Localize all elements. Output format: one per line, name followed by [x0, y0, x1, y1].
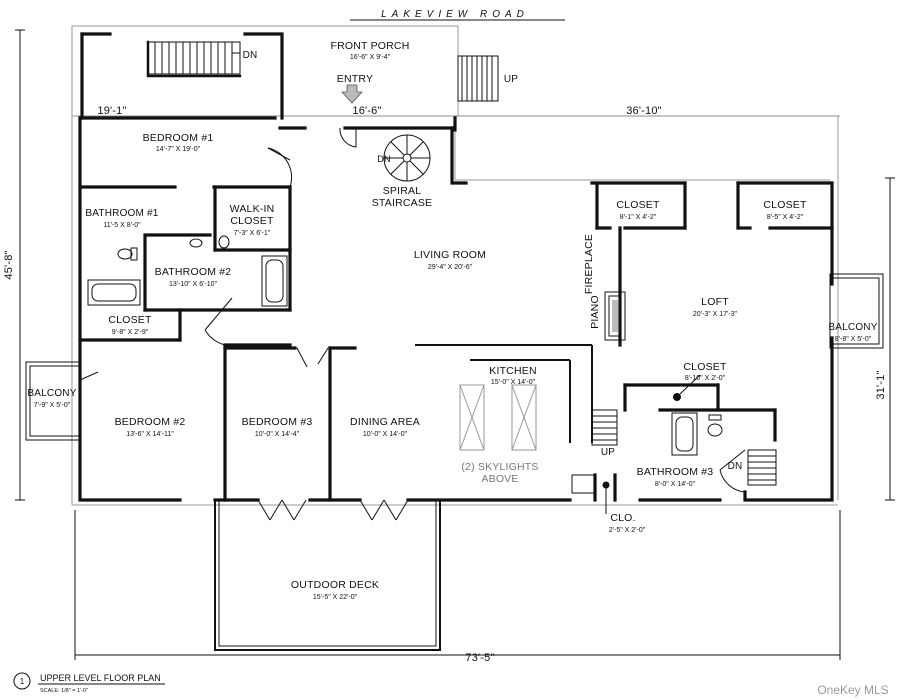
closets-top-walls: [595, 181, 834, 347]
entry-arrow-icon: [341, 84, 363, 104]
bathroom3-label: BATHROOM #3: [637, 466, 714, 478]
stair-top: [146, 40, 242, 78]
dim-top-mid: 16'-6": [352, 105, 381, 117]
fireplace-label: FIREPLACE: [583, 234, 595, 294]
balcony-right-label: BALCONY: [828, 322, 877, 333]
dimension-lines: [15, 29, 895, 660]
bathroom2-label: BATHROOM #2: [155, 266, 232, 278]
deck-doors: [257, 499, 409, 521]
walkin-label-1: WALK-IN: [230, 203, 275, 215]
closet-mid-walls: [623, 383, 777, 442]
balcony-left-label: BALCONY: [27, 388, 76, 399]
title-number: 1: [20, 677, 25, 686]
closet-left-walls: [78, 297, 292, 347]
front-porch-label: FRONT PORCH: [330, 40, 409, 52]
road-label: LAKEVIEW ROAD: [381, 9, 529, 20]
dim-left: 45'-8": [3, 250, 15, 279]
walkin-size: 7'-3" X 6'-1": [234, 230, 271, 237]
living-size: 29'-4" X 20'-6": [428, 264, 473, 271]
dim-top-right: 36'-10": [626, 105, 662, 117]
spiral-staircase-icon: [339, 127, 431, 182]
dining-label: DINING AREA: [350, 416, 420, 428]
balcony-right: [829, 273, 884, 349]
dim-right: 31'-1": [875, 370, 887, 399]
title-text: UPPER LEVEL FLOOR PLAN: [40, 673, 161, 683]
bathroom3-size: 8'-0" X 14'-0": [655, 481, 696, 488]
bathroom1-size: 11'-5 X 8'-0": [103, 222, 141, 229]
skylights-line2: ABOVE: [481, 473, 518, 485]
closet-tr-size: 8'-5" X 4'-2": [767, 214, 804, 221]
title-number-circle: [13, 672, 31, 690]
porch-edge: [454, 120, 830, 181]
bedroom3-label: BEDROOM #3: [242, 416, 313, 428]
bathroom1-label: BATHROOM #1: [85, 208, 158, 219]
bedroom2-label: BEDROOM #2: [115, 416, 186, 428]
spiral-label-2: STAIRCASE: [372, 197, 433, 209]
living-label: LIVING ROOM: [414, 249, 486, 261]
walkin-label-2: CLOSET: [230, 215, 274, 227]
closet-mid-size: 8'-10" X 2'-0": [685, 375, 726, 382]
clo-marker: [602, 481, 610, 489]
spiral-label-1: SPIRAL: [383, 185, 422, 197]
porch-stair-up: UP: [504, 74, 518, 85]
spiral-dn: DN: [377, 154, 390, 164]
deck-label: OUTDOOR DECK: [291, 579, 379, 591]
bathroom3-fixtures: [671, 412, 777, 493]
closet-mid-marker: [673, 393, 681, 401]
dim-top-left: 19'-1": [97, 105, 126, 117]
dining-size: 10'-0" X 14'-0": [363, 431, 408, 438]
closet-tr-label: CLOSET: [763, 199, 807, 211]
outdoor-deck: [214, 500, 441, 651]
bedroom2-size: 13'-6" X 14'-11": [126, 431, 174, 438]
exterior-walls: [78, 32, 834, 502]
title-scale: SCALE: 1/8" = 1'-0": [40, 688, 88, 694]
kitchen-walls: [415, 344, 593, 443]
skylights-icon: [459, 384, 537, 451]
front-porch-size: 16'-6" X 9'-4": [350, 54, 391, 61]
kitchen-stair: [591, 409, 618, 446]
closet-tl-size: 8'-1" X 4'-2": [620, 214, 657, 221]
bedroom3-size: 10'-0" X 14'-4": [255, 431, 300, 438]
balcony-left-size: 7'-9" X 5'-0": [34, 402, 71, 409]
dim-bottom: 73'-5": [465, 652, 494, 664]
bathroom2-fixtures: [189, 235, 288, 307]
kitchen-stair-up: UP: [601, 447, 615, 458]
bath3-stair-dn: DN: [728, 461, 743, 472]
balcony-left: [25, 361, 99, 441]
watermark: OneKey MLS: [817, 683, 888, 697]
loft-label: LOFT: [701, 296, 729, 308]
clo-walls: [571, 473, 617, 502]
kitchen-label: KITCHEN: [489, 365, 537, 377]
bathroom1-fixtures: [87, 247, 141, 306]
closet-tl-label: CLOSET: [616, 199, 660, 211]
loft-size: 20'-3" X 17'-3": [693, 311, 738, 318]
porch-stair: [457, 55, 499, 102]
piano-label: PIANO: [589, 295, 601, 329]
bedroom1-label: BEDROOM #1: [143, 132, 214, 144]
balcony-right-size: 8'-8" X 5'-0": [835, 336, 872, 343]
closet-left-size: 9'-8" X 2'-9": [112, 329, 149, 336]
skylights-line1: (2) SKYLIGHTS: [461, 461, 538, 473]
kitchen-size: 15'-0" X 14'-0": [491, 379, 536, 386]
piano-icon: [604, 291, 626, 341]
bathroom2-size: 13'-10" X 6'-10": [169, 281, 218, 288]
deck-size: 15'-5" X 22'-0": [313, 594, 358, 601]
stair-top-dn: DN: [243, 50, 258, 61]
entry-label: ENTRY: [337, 73, 373, 85]
clo-label: CLO.: [610, 512, 635, 524]
clo-size: 2'-5" X 2'-0": [609, 527, 646, 534]
closet-left-label: CLOSET: [108, 314, 152, 326]
bedroom1-size: 14'-7" X 19'-0": [156, 146, 201, 153]
bathroom2-walls: [143, 233, 292, 312]
bedroom3-walls: [223, 346, 357, 502]
closet-mid-label: CLOSET: [683, 361, 727, 373]
